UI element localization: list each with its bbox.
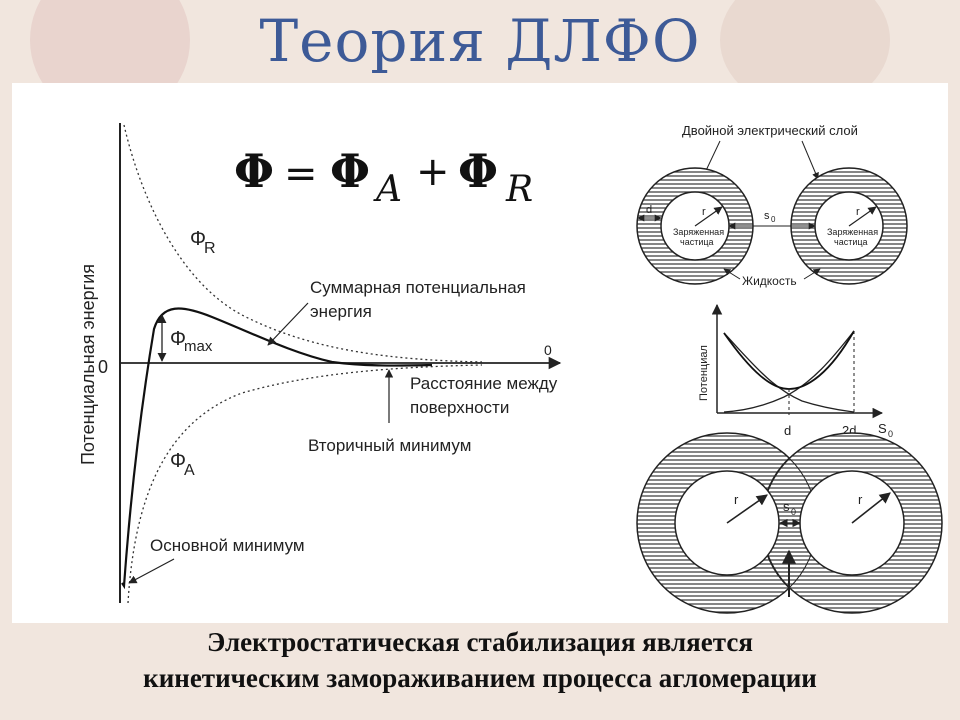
formula-lhs: Φ [234, 144, 274, 198]
edl-liquid-label: Жидкость [742, 274, 797, 288]
overlap-s0-label: s [783, 499, 790, 514]
y-axis-label: Потенциальная энергия [78, 264, 98, 465]
potential-y-label: Потенциал [698, 345, 710, 401]
overlap-r-arrow-left [726, 494, 768, 524]
potential-x-subscript: 0 [888, 429, 893, 439]
formula-term1: Φ [330, 144, 370, 198]
edl-d-label: d [646, 204, 652, 216]
edl-title: Двойной электрический слой [682, 123, 858, 138]
edl-r-label-right: r [856, 206, 860, 218]
edl-r-label-left: r [702, 206, 706, 218]
phi-r-subscript: R [204, 240, 216, 257]
slide-title: Теория ДЛФО [259, 7, 701, 75]
primary-minimum-pointer [128, 558, 175, 584]
content-panel: Φ = Φ A + Φ R Потенциальная энергия 0 0 … [12, 83, 948, 623]
edl-r-arrow-right [848, 206, 877, 227]
formula-sub1: A [373, 169, 402, 210]
total-energy-label-line1: Суммарная потенциальная [310, 278, 526, 297]
double-layer-diagram: Двойной электрический слой r r d s 0 Зар… [636, 123, 908, 288]
repulsion-curve [123, 124, 483, 363]
dlvo-formula: Φ = Φ A + Φ R [234, 144, 533, 210]
phi-max-subscript: max [184, 338, 213, 355]
caption-line-1: Электростатическая стабилизация является [207, 627, 753, 657]
edl-particle-label-left-line1: Заряженная [673, 227, 724, 237]
caption-line-2: кинетическим замораживанием процесса агл… [143, 663, 817, 693]
potential-tick-d: d [784, 423, 791, 438]
edl-particle-label-left-line2: частица [680, 237, 714, 247]
formula-plus: + [416, 149, 450, 195]
edl-liquid-pointer-right [803, 268, 821, 280]
edl-r-arrow-left [694, 206, 723, 227]
distance-label-line1: Расстояние между [410, 374, 558, 393]
total-energy-pointer [267, 302, 309, 346]
dlvo-energy-plot: Потенциальная энергия 0 0 Φ max Φ R Φ A … [78, 123, 562, 604]
formula-eq: = [284, 151, 318, 197]
overlap-r-label-right: r [858, 492, 863, 507]
potential-sum-curve [723, 330, 855, 390]
phi-r-label: Φ [190, 228, 206, 250]
potential-curve-left [723, 332, 855, 413]
edl-s0-subscript: 0 [771, 215, 776, 224]
overlap-diagram: r r s 0 [636, 432, 943, 614]
attraction-curve [127, 364, 483, 604]
overlap-r-label-left: r [734, 492, 739, 507]
zero-right-label: 0 [544, 342, 552, 358]
secondary-minimum-label: Вторичный минимум [308, 436, 471, 455]
potential-curve-right [723, 330, 855, 413]
zero-label: 0 [98, 357, 108, 377]
phi-a-label: Φ [170, 450, 186, 472]
edl-particle-label-right-line1: Заряженная [827, 227, 878, 237]
potential-plot: Потенциал d 2d S 0 [698, 303, 893, 439]
overlap-s0-subscript: 0 [791, 507, 796, 517]
total-energy-label-line2: энергия [310, 302, 372, 321]
total-energy-curve [121, 307, 433, 590]
phi-max-label: Φ [170, 328, 186, 350]
overlap-r-arrow-right [851, 492, 891, 524]
formula-term2: Φ [458, 144, 498, 198]
edl-s0-label: s [764, 210, 770, 222]
slide-caption: Электростатическая стабилизация является… [0, 624, 960, 696]
primary-minimum-label: Основной минимум [150, 536, 305, 555]
distance-label-line2: поверхности [410, 398, 509, 417]
potential-x-label: S [878, 421, 887, 436]
edl-title-pointer-right [801, 140, 819, 180]
edl-liquid-pointer-left [723, 268, 741, 280]
formula-sub2: R [505, 169, 533, 210]
phi-a-subscript: A [184, 462, 195, 479]
edl-particle-label-right-line2: частица [834, 237, 868, 247]
